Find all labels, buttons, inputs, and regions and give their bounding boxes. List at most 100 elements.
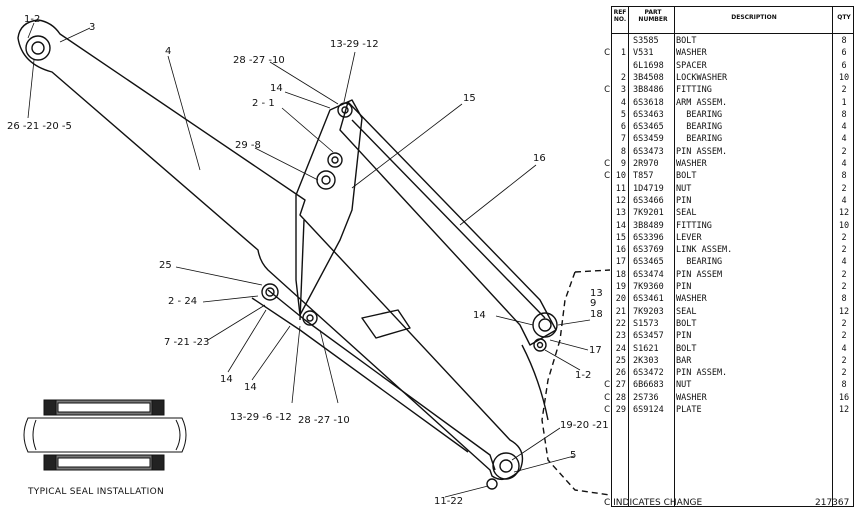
callout-label: 14 [220,374,233,385]
description: WASHER [676,294,707,305]
quantity: 2 [841,232,847,243]
illustration-code: 217367 [815,498,850,508]
part-number: V531 [633,48,654,59]
part-number: 1D4719 [633,183,664,194]
header-ref: REF NO. [613,9,627,23]
quantity: 4 [841,195,847,206]
quantity: 2 [841,355,847,366]
description: PIN [676,282,692,292]
description: BOLT [676,171,697,182]
callout-label: 1-2 [575,370,591,381]
part-number: 7K9360 [633,282,664,292]
quantity: 8 [841,36,847,46]
part-number: 6S3465 [633,122,664,133]
quantity: 2 [841,85,847,96]
description: PIN ASSEM. [676,368,728,379]
description: NUT [676,183,692,194]
quantity: 2 [841,245,847,256]
description: BAR [676,355,692,366]
quantity: 4 [841,134,847,145]
ref-number: 28 [615,392,626,403]
description: LOCKWASHER [676,72,728,83]
description: SEAL [676,306,697,317]
parts-table: REF NO. PART NUMBER DESCRIPTION QTY S358… [604,6,854,507]
description: FITTING [676,85,712,96]
part-number: 6S3769 [633,245,664,256]
ref-number: 4 [620,97,626,108]
table-header: REF NO. PART NUMBER DESCRIPTION QTY [612,7,853,34]
part-number: 6S3461 [633,294,664,305]
description: PIN ASSEM [676,269,723,280]
column-divider [832,7,833,506]
header-qty: QTY [837,14,851,21]
part-number: S1573 [633,318,659,329]
quantity: 8 [841,109,847,120]
part-number: 6S3396 [633,232,664,243]
quantity: 6 [841,48,847,59]
header-description: DESCRIPTION [731,14,777,21]
quantity: 8 [841,380,847,391]
description: BEARING [676,122,723,133]
change-flag: C [604,171,610,182]
change-flag: C [604,380,610,391]
description: BOLT [676,36,697,46]
quantity: 4 [841,343,847,354]
part-number: 6S3474 [633,269,664,280]
part-number: 3B8486 [633,85,664,96]
part-number: 6S3618 [633,97,664,108]
part-number: 6S3465 [633,257,664,268]
description: WASHER [676,159,707,169]
callout-label: 14 [270,83,283,94]
quantity: 16 [838,392,850,403]
ref-number: 12 [615,195,626,206]
ref-number: 25 [615,355,626,366]
quantity: 12 [838,208,850,219]
part-number: 6S3457 [633,331,664,342]
description: BEARING [676,134,723,145]
callout-label: 5 [570,450,576,461]
description: PIN [676,195,692,206]
ref-number: 8 [620,146,626,157]
quantity: 2 [841,282,847,292]
part-number: 3B8489 [633,220,664,231]
quantity: 8 [841,294,847,305]
quantity: 2 [841,331,847,342]
header-part-number: PART NUMBER [638,9,668,23]
callout-label: 14 [473,310,486,321]
part-number: 7K9203 [633,306,664,317]
change-flag: C [604,159,610,169]
quantity: 4 [841,159,847,169]
description: WASHER [676,48,707,59]
callout-label: 2 - 24 [168,296,197,307]
column-divider [628,7,629,506]
description: SPACER [676,60,707,71]
description: LEVER [676,232,702,243]
callout-label: 14 [244,382,257,393]
callout-label: 7 -21 -23 [164,337,209,348]
callout-label: 9 [590,298,596,309]
ref-number: 19 [615,282,626,292]
change-flag: C [604,48,610,59]
quantity: 12 [838,306,850,317]
ref-number: 22 [615,318,626,329]
description: BEARING [676,257,723,268]
change-flag: C [604,85,610,96]
callout-label: 18 [590,309,603,320]
table-row: 19 7K9360 PIN 2 [612,281,853,293]
